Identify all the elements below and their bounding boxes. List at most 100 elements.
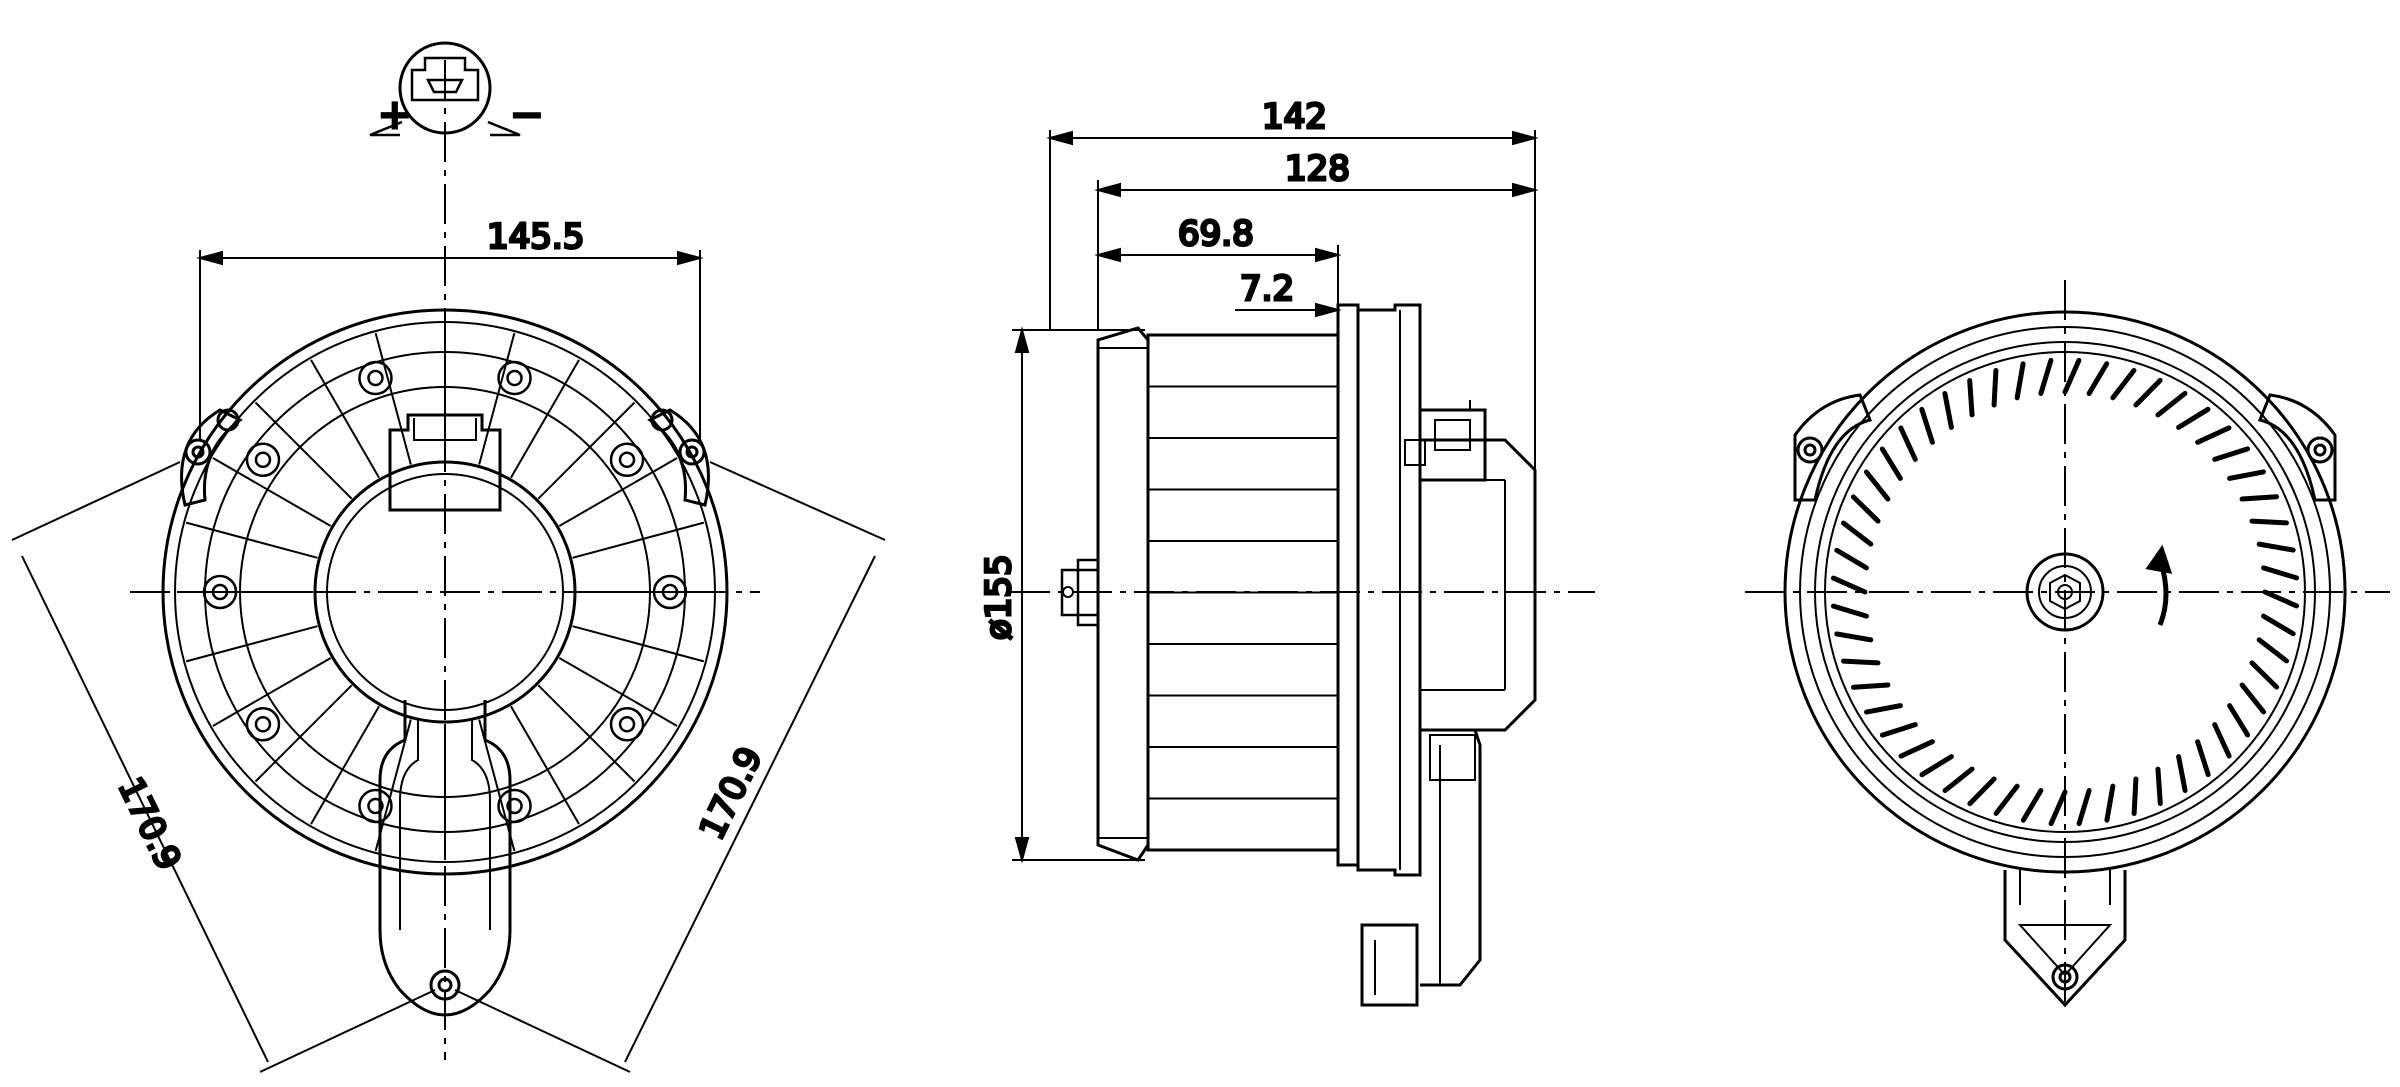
- housing-rib: [510, 705, 580, 825]
- fan-blade: [2176, 406, 2211, 430]
- fan-blade: [2062, 357, 2082, 395]
- dim-wheel-label: 69.8: [1178, 214, 1254, 254]
- mounting-hole: [497, 788, 532, 824]
- fan-blade: [2212, 722, 2232, 759]
- plus-label: +: [378, 92, 412, 138]
- fan-blade: [2227, 703, 2251, 738]
- housing-rib: [478, 332, 516, 465]
- minus-label: −: [510, 92, 544, 138]
- housing-rib: [558, 457, 678, 527]
- rear-housing: [1783, 310, 2347, 874]
- fan-blade: [2256, 541, 2296, 553]
- fan-blade: [1830, 603, 1869, 619]
- fan-blade: [1919, 754, 1954, 778]
- mounting-hole-inner: [618, 451, 636, 468]
- housing-outer: [161, 308, 729, 876]
- mounting-hole-inner: [254, 451, 272, 468]
- fan-blade: [2239, 682, 2267, 715]
- dim-145-5: [196, 250, 704, 440]
- dim-offset-label: 7.2: [1240, 269, 1294, 309]
- fan-blade: [2195, 425, 2232, 445]
- rear-centerlines: [1745, 280, 2390, 1010]
- dim-170-9-diagonals: [11, 461, 886, 1073]
- side-top-connector: [1404, 400, 1487, 482]
- rotation-arrow-icon: [2145, 544, 2173, 626]
- fan-blade: [1834, 631, 1874, 643]
- housing-rib: [310, 705, 380, 825]
- fan-blade: [2261, 565, 2300, 581]
- side-motor-flange: [1356, 303, 1537, 877]
- fan-blade: [2155, 766, 2163, 807]
- mounting-hole-inner: [506, 797, 523, 815]
- mounting-hole: [497, 360, 532, 396]
- side-bottom-bracket: [1360, 728, 1482, 1007]
- mounting-hole: [358, 360, 393, 396]
- fan-blade: [2239, 494, 2280, 502]
- side-view: 142 128 69.8 7.2 ø155: [978, 96, 1595, 1007]
- fan-blade: [1919, 406, 1935, 445]
- fan-blade: [2020, 788, 2044, 823]
- housing-rib: [212, 457, 332, 527]
- mounting-hole-inner: [367, 797, 384, 815]
- connector-symbol: [369, 41, 521, 137]
- fan-blade: [2249, 518, 2289, 526]
- fan-blade: [1967, 776, 1997, 807]
- mounting-hole-inner: [367, 369, 384, 387]
- mounting-hole: [609, 707, 645, 742]
- fan-blade: [1942, 766, 1975, 794]
- rear-bottom-bracket: [2003, 870, 2127, 1008]
- fan-blade: [2048, 789, 2068, 827]
- rear-hub: [2025, 552, 2105, 632]
- side-shaft-nut: [1060, 558, 1100, 627]
- rear-housing-outer: [1783, 310, 2347, 874]
- fan-blade: [2014, 361, 2026, 401]
- fan-blade: [2176, 754, 2188, 793]
- connector-circle: [398, 41, 492, 135]
- fan-blade: [1850, 682, 1891, 690]
- bracket-arm: [378, 700, 512, 1017]
- fan-blade: [2195, 739, 2211, 778]
- housing-rib: [558, 657, 678, 727]
- mounting-hole-inner: [506, 369, 523, 387]
- fan-blade: [2212, 446, 2251, 462]
- fan-blade: [1898, 739, 1935, 759]
- mounting-hole: [652, 574, 688, 610]
- housing-rib: [254, 401, 353, 500]
- fan-blade: [1991, 368, 1999, 408]
- fan-blade: [2086, 361, 2110, 396]
- fan-blade: [2038, 357, 2054, 396]
- housing-rib: [537, 401, 636, 500]
- fan-blade: [1942, 391, 1954, 430]
- motor-connector-block: [388, 413, 502, 512]
- fan-blade: [1879, 446, 1903, 481]
- dim-right-diag-label: 170.9: [692, 741, 771, 846]
- housing-rib: [185, 521, 318, 559]
- fan-blade: [1840, 520, 1874, 547]
- fan-blade: [2104, 783, 2116, 823]
- fan-blade: [1834, 547, 1869, 571]
- housing-rib: [254, 684, 353, 783]
- housing-rib: [572, 625, 705, 663]
- side-blower-wheel: [1096, 303, 1360, 867]
- mounting-ears: [180, 408, 710, 507]
- dim-width-label: 145.5: [487, 217, 584, 257]
- fan-blade: [2076, 788, 2092, 827]
- fan-blade: [2155, 390, 2188, 418]
- fan-blade: [2256, 637, 2290, 664]
- mounting-hole-inner: [661, 583, 679, 601]
- housing-rib: [310, 359, 380, 479]
- front-view: + − 145.5 170.9 170.9: [11, 41, 886, 1073]
- fan-blade: [1898, 425, 1918, 462]
- mounting-hole: [202, 574, 238, 610]
- fan-blade: [1850, 494, 1881, 524]
- mounting-hole: [358, 788, 393, 824]
- fan-blade: [1830, 575, 1868, 595]
- housing-rib: [572, 521, 705, 559]
- fan-blade: [1967, 377, 1975, 418]
- fan-blade: [2227, 469, 2266, 481]
- mounting-hole: [245, 707, 281, 742]
- housing-rib: [374, 332, 412, 465]
- motor-opening: [313, 460, 577, 724]
- mounting-holes: [202, 360, 688, 824]
- housing-rib: [510, 359, 580, 479]
